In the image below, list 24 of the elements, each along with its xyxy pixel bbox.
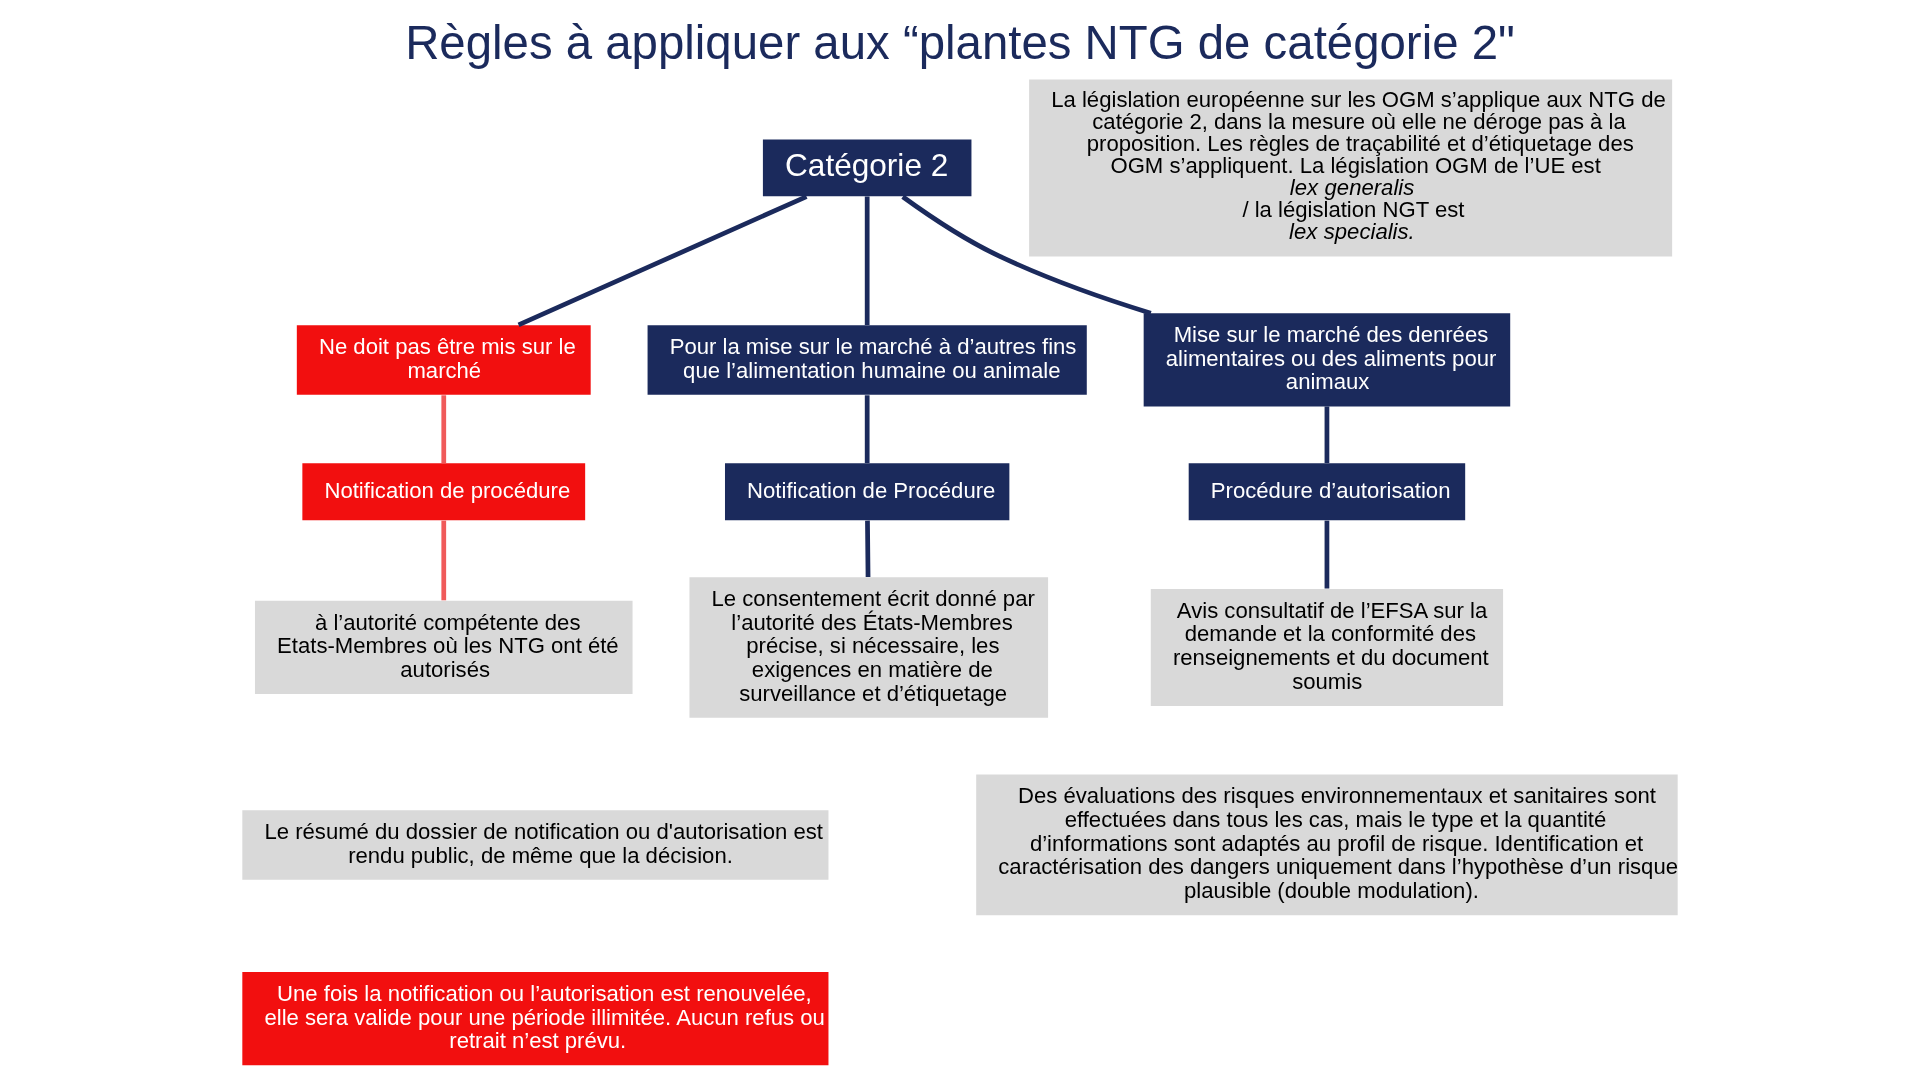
connector xyxy=(864,196,870,325)
connector xyxy=(441,520,447,601)
node-box: Mise sur le marché des denrées alimentaires ou des aliments pour animaux xyxy=(1143,313,1511,407)
node-box: Avis consultatif de l’EFSA sur la demande et la conformité des renseignements et du document soumis xyxy=(1150,589,1504,706)
diagram-title: Règles à appliquer aux “plantes NTG de catégorie 2" xyxy=(405,15,1515,69)
node-box: Notification de Procédure xyxy=(725,463,1010,521)
connector xyxy=(901,194,1152,316)
node-box: Une fois la notification ou l’autorisation est renouvelée, elle sera valide pour une période illimitée. Aucun refus ou retrait n’est prévu. xyxy=(242,972,829,1066)
node-box: Le résumé du dossier de notification ou d'autorisation est rendu public, de même que la décision. xyxy=(242,810,829,880)
connector xyxy=(517,194,808,328)
node-box: Catégorie 2 xyxy=(762,139,972,197)
node-box: à l’autorité compétente des Etats-Membres où les NTG ont été autorisés xyxy=(254,600,633,695)
connector xyxy=(1324,520,1330,589)
node-box: Notification de procédure xyxy=(302,463,586,521)
node-box: Procédure d’autorisation xyxy=(1188,463,1466,521)
connector xyxy=(1324,406,1330,464)
connector xyxy=(865,520,871,577)
node-box: Le consentement écrit donné par l’autorité des États-Membres précise, si nécessaire, les exigences en matière de surveillance et d’étiquetage xyxy=(689,577,1049,718)
node-box: Pour la mise sur le marché à d’autres fins que l’alimentation humaine ou animale xyxy=(647,325,1087,395)
node-box: Des évaluations des risques environnementaux et sanitaires sont effectuées dans tous les cas, mais le type et la quantité d’informations sont adaptés au profil de risque. Identification et caractérisation des dangers uniquement dans l’hypothèse d’un risque plausible (double modulation). xyxy=(976,774,1678,916)
node-box: Ne doit pas être mis sur le marché xyxy=(296,325,591,395)
connector xyxy=(441,395,447,464)
node-box: La législation européenne sur les OGM s’applique aux NTG de catégorie 2, dans la mesure où elle ne déroge pas à la proposition. Les règles de traçabilité et d’étiquetage des OGM s’appliquent. La législation OGM de l’UE est lex generalis / la législation NGT est lex specialis. xyxy=(1029,79,1673,257)
connector xyxy=(864,395,870,464)
